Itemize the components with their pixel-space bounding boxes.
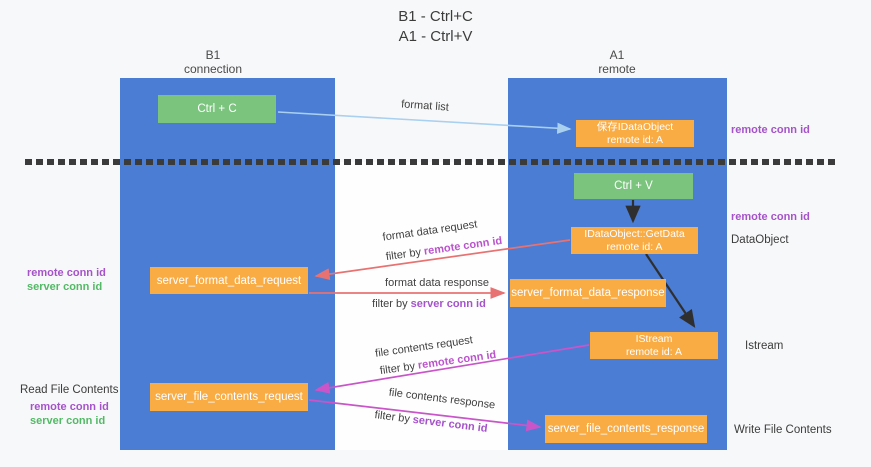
lane-b1-title: B1 [205, 48, 221, 62]
lane-header-b1: B1 connection [153, 48, 273, 76]
node-server-format-data-response: server_format_data_response [510, 279, 666, 307]
label-remote-conn-id-right: remote conn id [731, 211, 810, 223]
save-idataobject-line2: remote id: A [606, 133, 664, 146]
ctrl-c-label: Ctrl + C [197, 103, 237, 115]
node-server-file-contents-response: server_file_contents_response [545, 415, 707, 443]
title-line-2: A1 - Ctrl+V [398, 28, 473, 45]
server-format-data-request-label: server_format_data_request [156, 274, 302, 287]
label-remote-conn-id-left-2: remote conn id [30, 401, 109, 413]
lane-b1-subtitle: connection [183, 62, 243, 76]
label-server-conn-id-left-2: server conn id [30, 415, 106, 427]
lane-header-a1: A1 remote [557, 48, 677, 76]
istream-line2: remote id: A [625, 345, 683, 358]
getdata-line2: remote id: A [606, 240, 663, 253]
save-idataobject-line1: 保存IDataObject [596, 121, 674, 133]
copy-paste-divider-dashed-line [25, 159, 835, 165]
title-line-1: B1 - Ctrl+C [398, 8, 473, 25]
annotation-format-list: format list [400, 98, 450, 114]
annotation-format-data-response: format data response [385, 277, 489, 289]
filter-by-text: filter by [372, 298, 408, 310]
diagram-title: B1 - Ctrl+C A1 - Ctrl+V [0, 7, 871, 47]
label-remote-conn-id-top-right: remote conn id [731, 124, 810, 136]
label-read-file-contents: Read File Contents [20, 384, 119, 396]
node-server-format-data-request: server_format_data_request [150, 267, 308, 294]
server-format-data-response-label: server_format_data_response [511, 287, 665, 299]
server-file-contents-response-label: server_file_contents_response [547, 423, 705, 435]
node-idataobject-getdata: IDataObject::GetData remote id: A [571, 227, 698, 254]
node-ctrl-c: Ctrl + C [158, 95, 276, 123]
server-file-contents-request-label: server_file_contents_request [155, 391, 303, 403]
lane-a1-title: A1 [609, 48, 625, 62]
istream-line1: IStream [635, 333, 673, 345]
server-conn-id-text: server conn id [410, 298, 486, 310]
node-istream: IStream remote id: A [590, 332, 718, 359]
getdata-line1: IDataObject::GetData [584, 228, 685, 240]
label-dataobject: DataObject [731, 234, 789, 246]
node-ctrl-v: Ctrl + V [574, 173, 693, 199]
node-server-file-contents-request: server_file_contents_request [150, 383, 308, 411]
label-istream: Istream [745, 340, 784, 352]
ctrl-v-label: Ctrl + V [614, 180, 653, 192]
label-server-conn-id-left-1: server conn id [27, 281, 103, 293]
node-save-idataobject: 保存IDataObject remote id: A [576, 120, 694, 147]
label-remote-conn-id-left-1: remote conn id [27, 267, 106, 279]
label-write-file-contents: Write File Contents [734, 424, 832, 436]
lane-a1-subtitle: remote [598, 62, 636, 76]
